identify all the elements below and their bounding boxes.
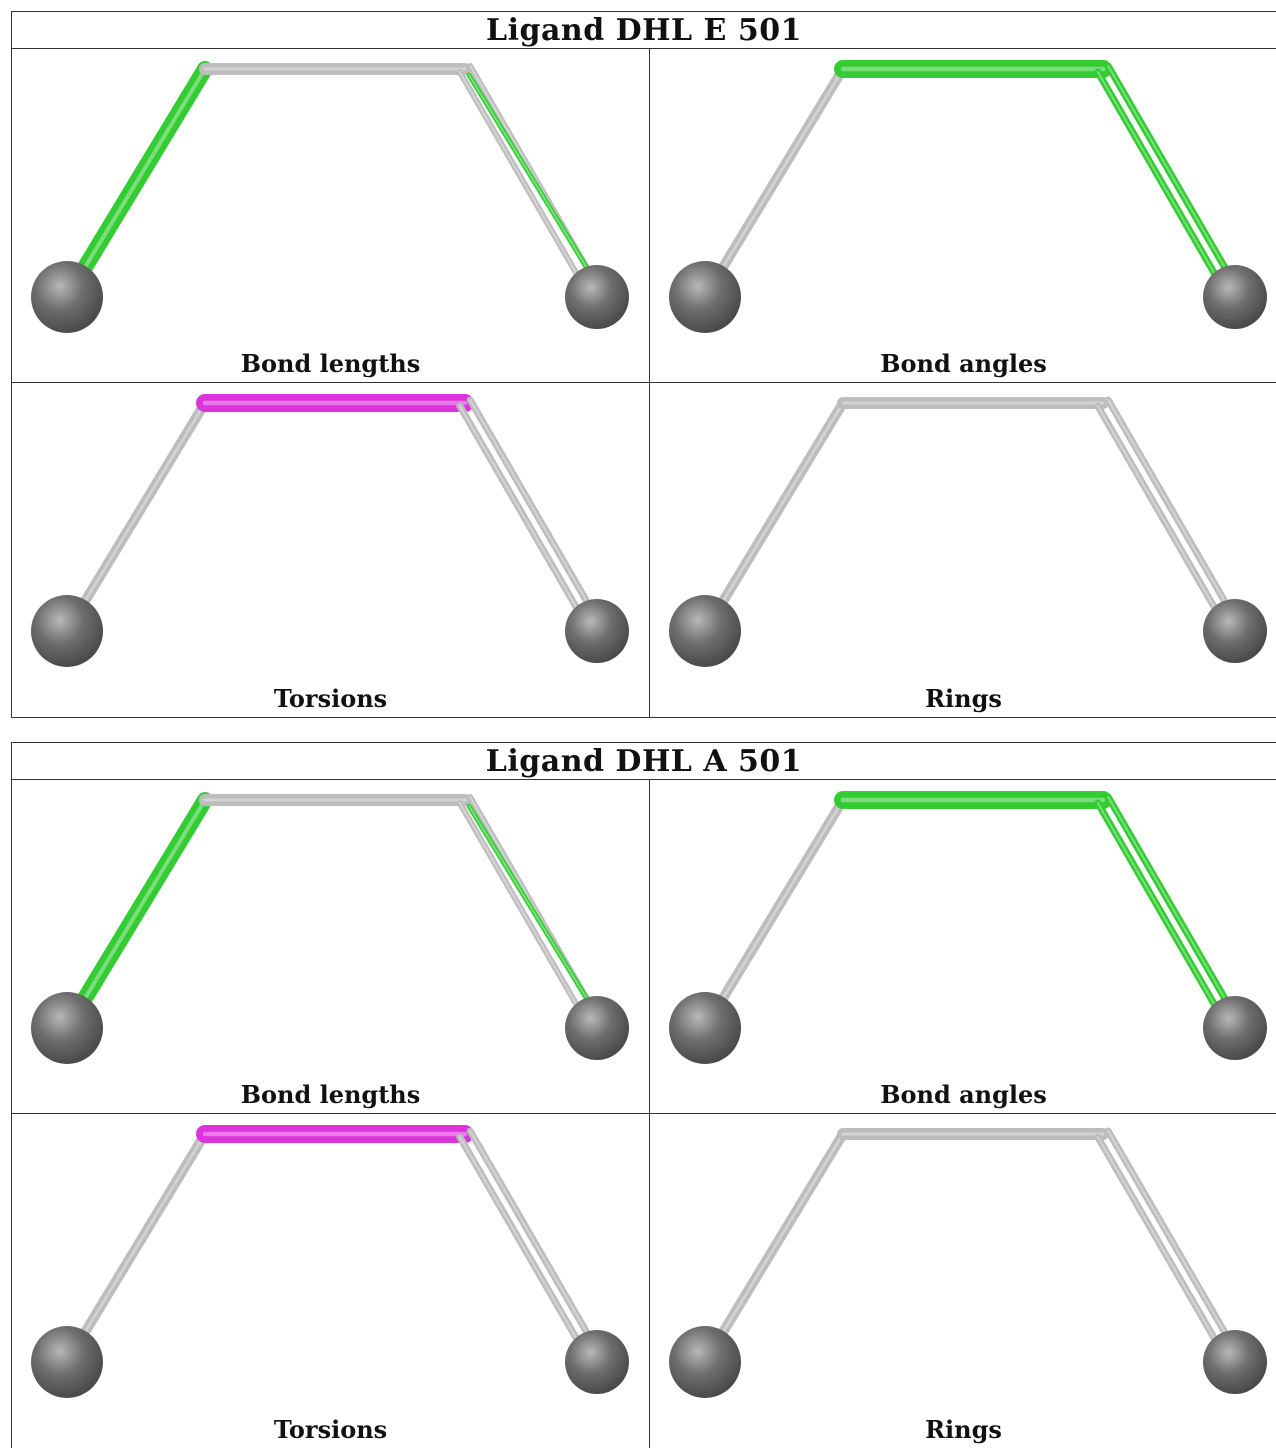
- atom-sphere-left: [31, 1326, 103, 1398]
- bond-3-highlight-highlight: [468, 805, 602, 1023]
- molecule-diagram: [669, 396, 1267, 667]
- bond-3-highlight: [466, 72, 604, 294]
- panel-bond-lengths: Bond lengths: [12, 780, 650, 1114]
- bond-3-b: [1104, 62, 1244, 298]
- bond-1: [700, 795, 848, 1033]
- bond-3-b-highlight: [469, 1129, 604, 1360]
- panel-label: Torsions: [273, 684, 388, 713]
- atom-sphere-right: [1203, 265, 1267, 329]
- bond-3-highlight: [466, 803, 604, 1025]
- bond-3-a: [1094, 1133, 1234, 1369]
- atom-sphere-right: [1203, 1330, 1267, 1394]
- bond-3-b: [1104, 793, 1244, 1029]
- bond-3-a-highlight: [1096, 1136, 1231, 1367]
- atom-sphere-right: [565, 265, 629, 329]
- bond-3-a: [1094, 799, 1234, 1035]
- bond-3-b: [466, 396, 606, 632]
- bond-1: [59, 61, 213, 305]
- atom-sphere-left: [31, 595, 103, 667]
- bond-3-b: [466, 1127, 606, 1363]
- ligand-title: Ligand DHL A 501: [485, 743, 803, 779]
- ligand-title: Ligand DHL E 501: [486, 12, 802, 48]
- panel-label: Bond lengths: [240, 1080, 421, 1109]
- atom-sphere-left: [669, 595, 741, 667]
- bond-3-a-highlight: [458, 802, 593, 1033]
- bond-1: [59, 792, 213, 1036]
- panel-label: Bond lengths: [240, 349, 421, 378]
- bond-3-a-highlight: [1096, 405, 1231, 636]
- bond-1: [62, 1129, 210, 1367]
- panel-bond-lengths: Bond lengths: [12, 49, 650, 383]
- bond-1: [700, 64, 848, 302]
- bond-3-b-highlight: [1107, 64, 1242, 295]
- atom-sphere-right: [565, 996, 629, 1060]
- panel-label: Rings: [925, 684, 1002, 713]
- bond-1: [62, 398, 210, 636]
- panel-bond-angles: Bond angles: [650, 49, 1276, 383]
- panel-bond-angles: Bond angles: [650, 780, 1276, 1114]
- bond-3-a: [456, 800, 595, 1035]
- ligand-table-1: Ligand DHL E 501 Bond lengths Bond angle…: [11, 11, 1276, 718]
- ligand-title-row: Ligand DHL A 501: [12, 743, 1276, 780]
- bond-1-highlight: [703, 1132, 845, 1364]
- bond-3-a: [456, 69, 595, 304]
- atom-sphere-left: [31, 992, 103, 1064]
- bond-3-a: [1094, 68, 1234, 304]
- bond-3-a-highlight: [1096, 71, 1231, 302]
- atom-sphere-left: [669, 261, 741, 333]
- atom-sphere-left: [669, 1326, 741, 1398]
- panel-label: Bond angles: [880, 349, 1047, 378]
- bond-3-b: [1104, 1127, 1244, 1363]
- molecule-diagram: [31, 792, 629, 1064]
- molecule-diagram: [669, 60, 1267, 333]
- bond-3-a-highlight: [1096, 802, 1231, 1033]
- bond-3-a-highlight: [458, 71, 593, 302]
- bond-1-highlight: [65, 798, 207, 1030]
- bond-3-a: [1094, 402, 1234, 638]
- atom-sphere-left: [31, 261, 103, 333]
- bond-1: [700, 1129, 848, 1367]
- bond-3-a: [456, 1133, 596, 1369]
- atom-sphere-right: [565, 1330, 629, 1394]
- panel-label: Rings: [925, 1415, 1002, 1444]
- bond-3-b: [1104, 396, 1244, 632]
- panel-label: Bond angles: [880, 1080, 1047, 1109]
- bond-1-highlight: [703, 401, 845, 633]
- bond-3-highlight-highlight: [468, 74, 602, 292]
- atom-sphere-right: [1203, 599, 1267, 663]
- molecule-diagram: [669, 791, 1267, 1064]
- bond-3-b-highlight: [1107, 795, 1242, 1026]
- atom-sphere-left: [669, 992, 741, 1064]
- panel-label: Torsions: [273, 1415, 388, 1444]
- atom-sphere-right: [565, 599, 629, 663]
- panel-torsions: Torsions: [12, 1114, 650, 1448]
- atom-sphere-right: [1203, 996, 1267, 1060]
- molecule-diagram: [31, 61, 629, 333]
- bond-1-highlight: [65, 401, 207, 633]
- molecule-diagram: [669, 1127, 1267, 1398]
- bond-3-b-highlight: [469, 398, 604, 629]
- bond-3-b-highlight: [1107, 1129, 1242, 1360]
- bond-1-highlight: [703, 798, 845, 1030]
- ligand-title-row: Ligand DHL E 501: [12, 12, 1276, 49]
- ligand-table-2: Ligand DHL A 501 Bond lengths Bond angle…: [11, 742, 1276, 1448]
- panel-rings: Rings: [650, 383, 1276, 717]
- bond-1-highlight: [65, 1132, 207, 1364]
- panel-torsions: Torsions: [12, 383, 650, 717]
- bond-3-a-highlight: [458, 405, 593, 636]
- bond-1-highlight: [65, 67, 207, 299]
- bond-3-b-highlight: [1107, 398, 1242, 629]
- bond-3-a-highlight: [458, 1136, 593, 1367]
- molecule-diagram: [31, 394, 629, 667]
- panel-rings: Rings: [650, 1114, 1276, 1448]
- bond-1-highlight: [703, 67, 845, 299]
- bond-3-a: [456, 402, 596, 638]
- molecule-diagram: [31, 1125, 629, 1398]
- bond-1: [700, 398, 848, 636]
